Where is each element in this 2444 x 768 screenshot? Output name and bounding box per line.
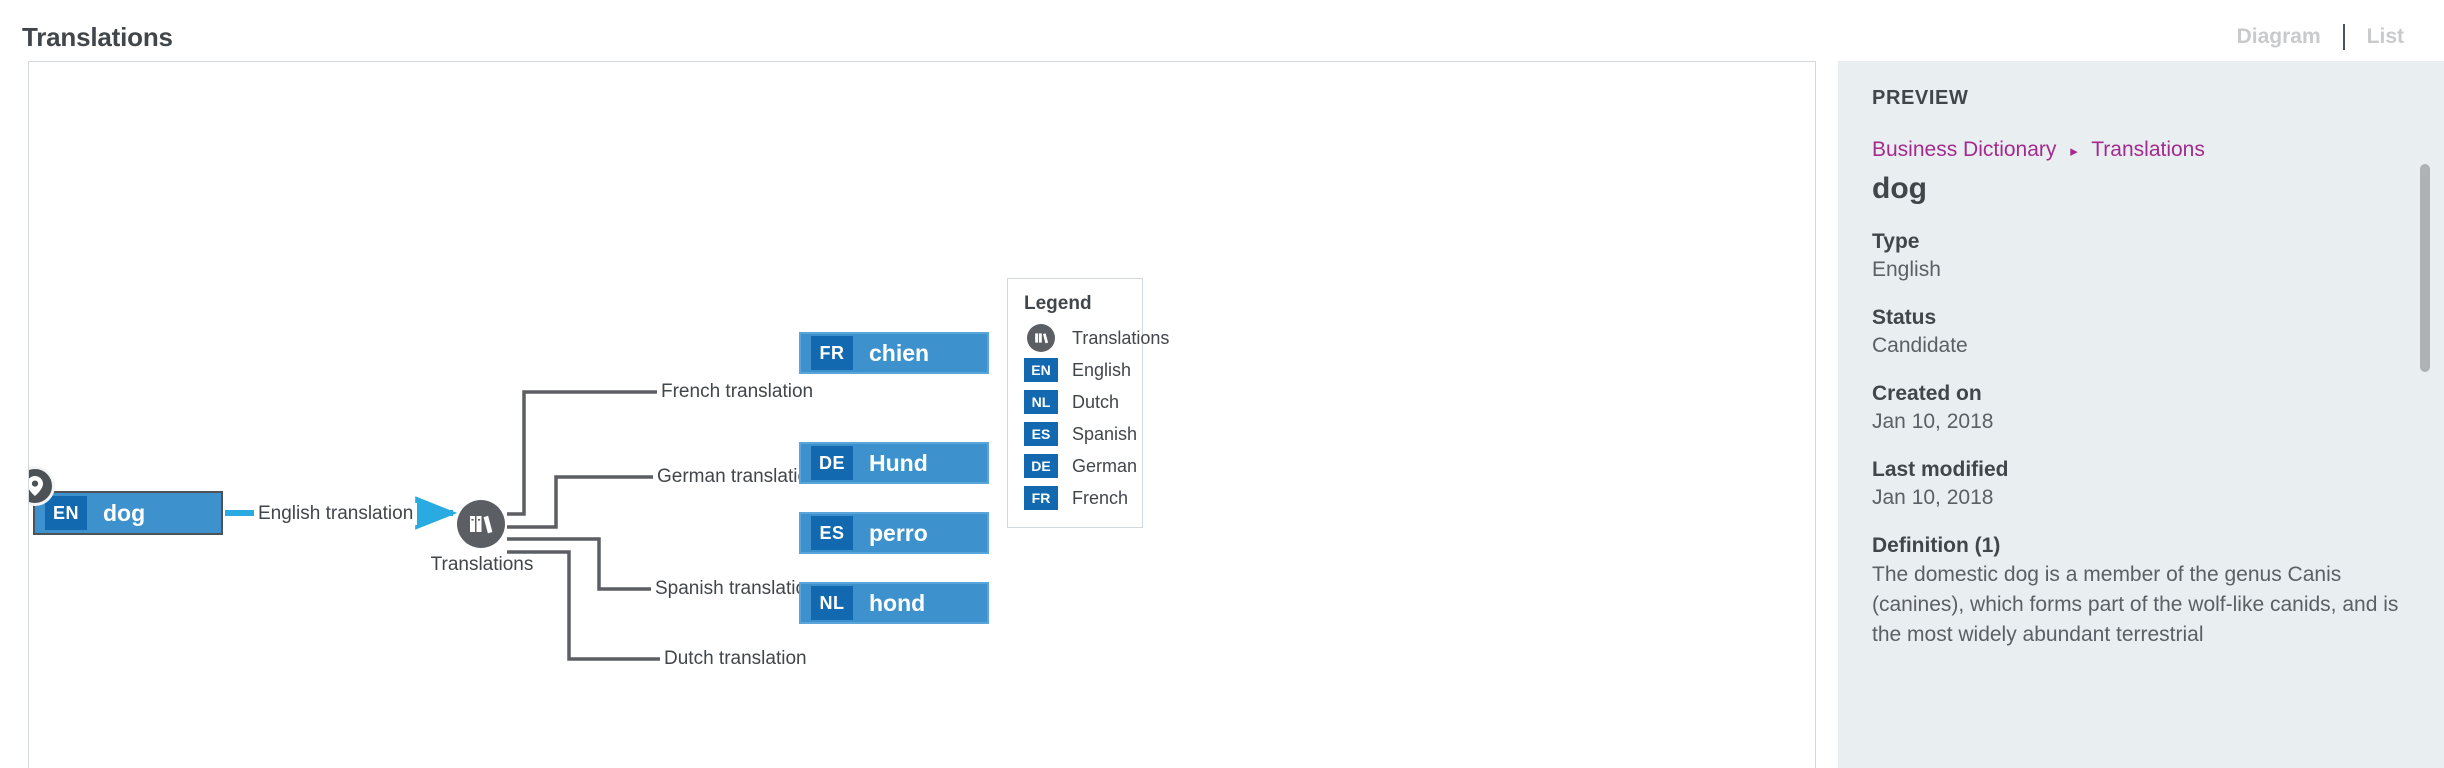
page-title: Translations	[22, 22, 173, 52]
legend-label-translations: Translations	[1072, 327, 1170, 348]
legend-item-french: FR French	[1024, 485, 1129, 511]
edge-label-dutch-translation: Dutch translation	[660, 648, 811, 670]
breadcrumb-current[interactable]: Translations	[2091, 138, 2205, 161]
node-root-label: dog	[103, 499, 146, 526]
node-root-dog[interactable]: EN dog	[33, 491, 223, 535]
node-label-de: Hund	[869, 449, 928, 476]
legend-item-dutch: NL Dutch	[1024, 389, 1126, 415]
preview-field-status: Status Candidate	[1872, 304, 2410, 360]
edge-label-french-translation: French translation	[657, 381, 818, 403]
status-badge: Candidate	[1872, 334, 1968, 357]
legend-swatch-fr: FR	[1024, 486, 1058, 510]
legend-label-dutch: Dutch	[1072, 391, 1120, 412]
lang-badge-en: EN	[45, 496, 87, 530]
view-switcher: Diagram List	[2215, 24, 2426, 50]
legend-item-german: DE German	[1024, 453, 1137, 479]
tab-diagram[interactable]: Diagram	[2236, 25, 2321, 48]
preview-field-created-on: Created on Jan 10, 2018	[1872, 380, 2410, 436]
node-translation-nl[interactable]: NL hond	[799, 582, 989, 624]
node-label-es: perro	[869, 519, 928, 546]
legend-item-english: EN English	[1024, 357, 1131, 383]
preview-field-value-created-on: Jan 10, 2018	[1872, 410, 1994, 433]
preview-term: dog	[1872, 172, 1927, 205]
lang-badge-es: ES	[811, 516, 853, 550]
node-label-nl: hond	[869, 589, 926, 616]
books-icon	[1027, 324, 1055, 352]
preview-field-definition: Definition (1) The domestic dog is a mem…	[1872, 532, 2410, 650]
lang-badge-nl: NL	[811, 586, 853, 620]
books-icon	[470, 515, 493, 534]
view-switch-divider	[2342, 24, 2345, 50]
tab-list[interactable]: List	[2366, 25, 2404, 48]
preview-field-label-definition: Definition (1)	[1872, 534, 2001, 557]
edge-dutch-translation	[507, 550, 798, 669]
legend-swatch-de: DE	[1024, 454, 1058, 478]
legend-swatch-es: ES	[1024, 422, 1058, 446]
preview-field-value-last-modified: Jan 10, 2018	[1872, 486, 1994, 509]
edge-label-german-translation: German translation	[653, 466, 823, 488]
legend-label-english: English	[1072, 359, 1132, 380]
chevron-right-icon: ▸	[2070, 143, 2078, 160]
breadcrumb-parent[interactable]: Business Dictionary	[1872, 138, 2057, 161]
preview-scrollbar[interactable]	[2420, 105, 2430, 768]
legend-title: Legend	[1024, 293, 1092, 314]
legend-swatch-nl: NL	[1024, 390, 1058, 414]
preview-field-label-type: Type	[1872, 230, 1920, 253]
preview-panel: PREVIEW Business Dictionary ▸ Translatio…	[1838, 61, 2444, 768]
node-translation-es[interactable]: ES perro	[799, 512, 989, 554]
legend-swatch-en: EN	[1024, 358, 1058, 382]
breadcrumb: Business Dictionary ▸ Translations	[1872, 138, 2410, 162]
preview-field-label-status: Status	[1872, 306, 1937, 329]
preview-field-label-created-on: Created on	[1872, 382, 1982, 405]
edge-label-english-translation: English translation	[254, 503, 418, 525]
legend-label-spanish: Spanish	[1072, 423, 1138, 444]
lang-badge-fr: FR	[811, 336, 853, 370]
preview-field-type: Type English	[1872, 228, 2410, 284]
lang-badge-de: DE	[811, 446, 853, 480]
preview-heading: PREVIEW	[1872, 87, 1969, 109]
diagram-connectors	[225, 382, 798, 669]
edge-french-translation	[507, 382, 798, 516]
legend-label-french: French	[1072, 487, 1129, 508]
preview-definition-text: The domestic dog is a member of the genu…	[1872, 563, 2399, 646]
preview-field-label-last-modified: Last modified	[1872, 458, 2009, 481]
edge-label-spanish-translation: Spanish translation	[651, 578, 821, 600]
legend-label-german: German	[1072, 455, 1138, 476]
node-label-fr: chien	[869, 339, 930, 366]
legend-panel: Legend Translations EN English NL Dutch	[1007, 278, 1169, 528]
preview-scrollbar-thumb[interactable]	[2420, 164, 2430, 372]
legend-item-spanish: ES Spanish	[1024, 421, 1137, 447]
node-translation-fr[interactable]: FR chien	[799, 332, 989, 374]
node-translations-hub[interactable]	[457, 500, 505, 548]
node-translations-hub-caption: Translations	[430, 554, 534, 575]
diagram-canvas[interactable]: English translation French translation G…	[28, 61, 1816, 768]
preview-field-last-modified: Last modified Jan 10, 2018	[1872, 456, 2410, 512]
legend-item-translations: Translations	[1024, 324, 1169, 352]
node-translation-de[interactable]: DE Hund	[799, 442, 989, 484]
preview-field-value-type: English	[1872, 258, 1941, 281]
